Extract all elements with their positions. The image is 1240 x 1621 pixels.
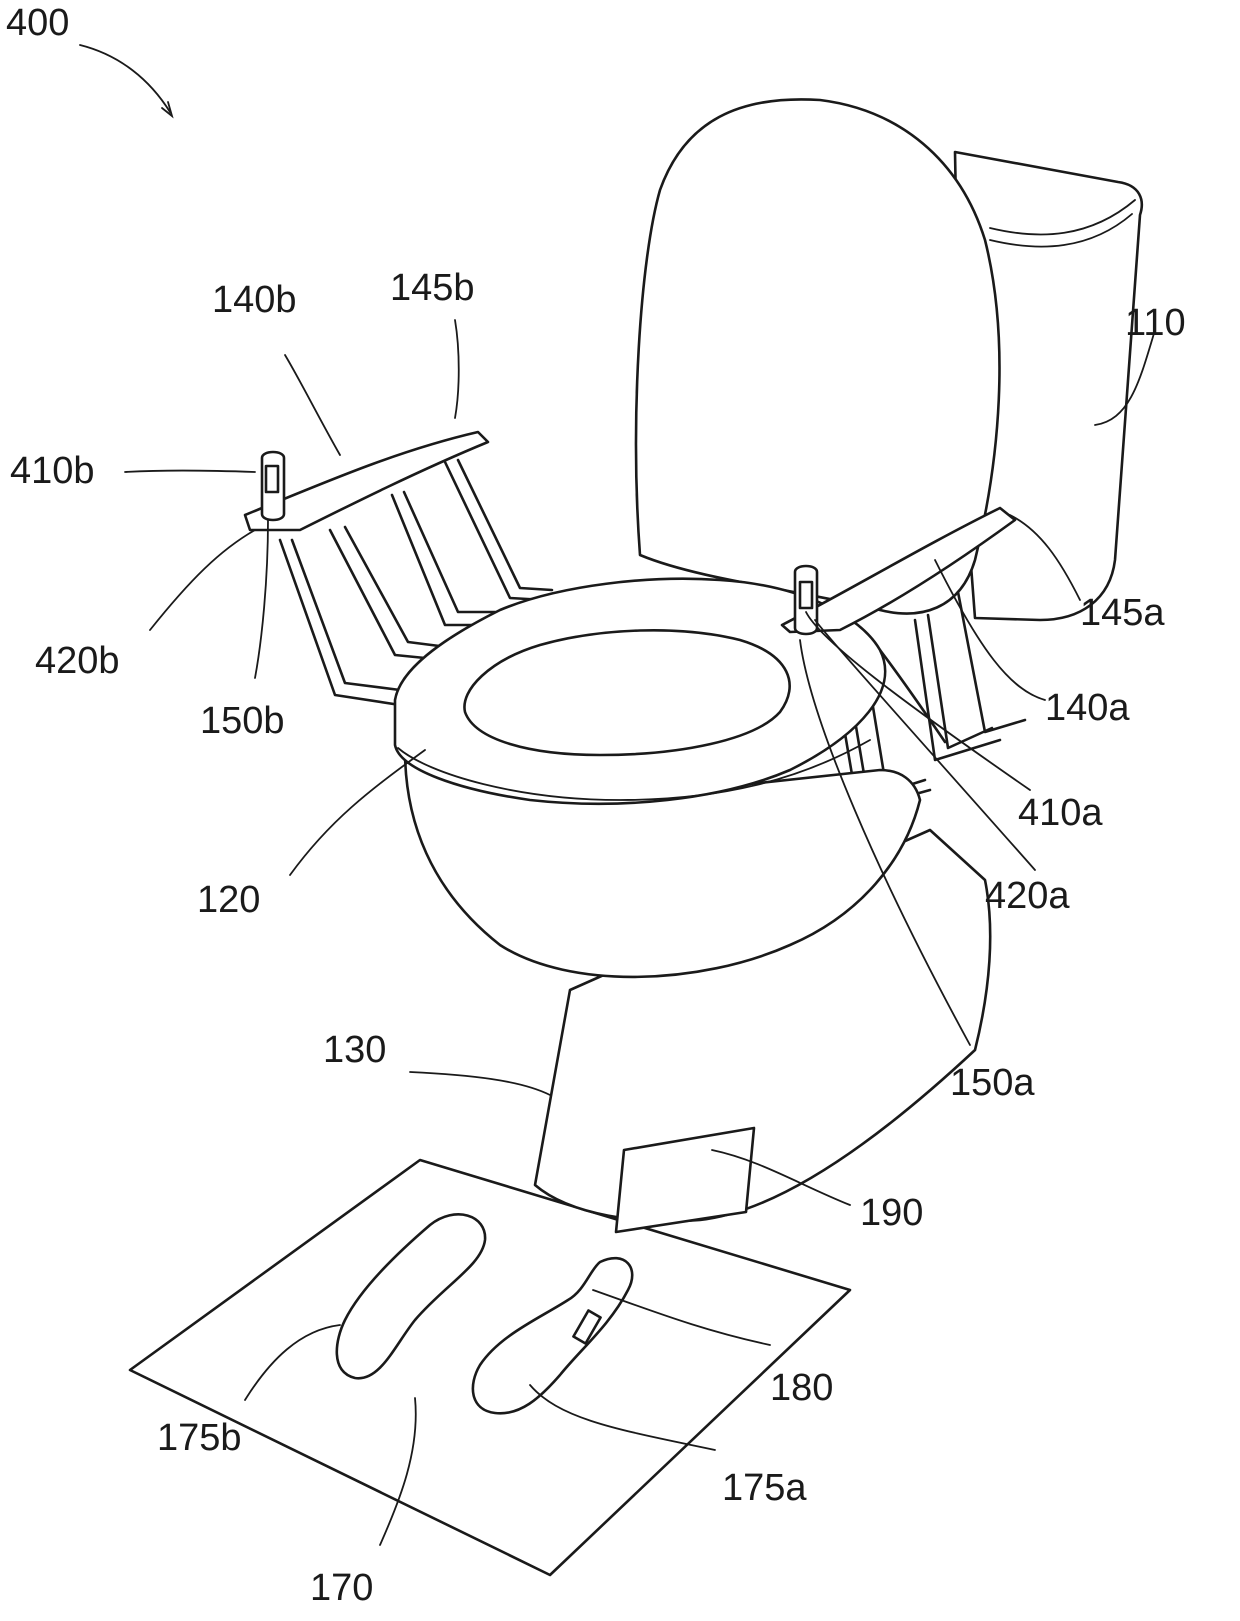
label-foot-sensor: 180	[770, 1367, 833, 1409]
label-support-b: 150b	[200, 700, 285, 742]
label-fig: 400	[6, 2, 69, 44]
label-foot-b: 175b	[157, 1417, 242, 1459]
label-armrest-end-a: 145a	[1080, 592, 1165, 634]
armrest-b	[245, 432, 488, 530]
label-tank: 110	[1125, 302, 1186, 344]
label-pedestal-panel: 190	[860, 1192, 923, 1234]
label-armrest-b: 140b	[212, 279, 297, 321]
label-base-b: 420b	[35, 640, 120, 682]
floor-mat	[130, 1160, 850, 1575]
label-seat: 120	[197, 879, 260, 921]
label-support-a: 150a	[950, 1062, 1035, 1104]
label-pedestal: 130	[323, 1029, 386, 1071]
label-mat: 170	[310, 1567, 373, 1609]
label-foot-a: 175a	[722, 1467, 807, 1509]
label-armrest-a: 140a	[1045, 687, 1130, 729]
label-handle-a: 410a	[1018, 792, 1103, 834]
label-handle-b: 410b	[10, 450, 95, 492]
label-base-a: 420a	[985, 875, 1070, 917]
label-armrest-end-b: 145b	[390, 267, 475, 309]
